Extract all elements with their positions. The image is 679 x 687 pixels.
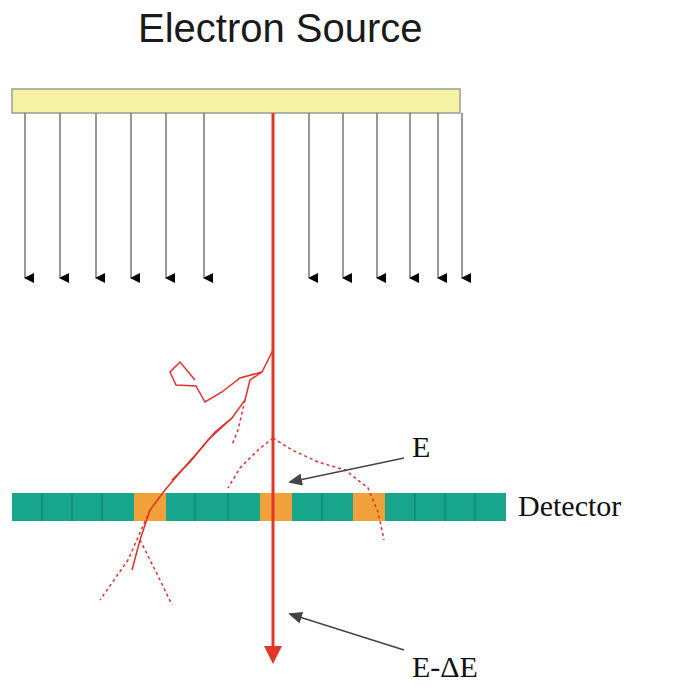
annotation-label-box: E-ΔE: [412, 650, 478, 684]
annotation-label-box: E: [412, 430, 430, 464]
primary-beam: [264, 113, 282, 664]
electron-source-plate: [12, 89, 460, 113]
annotation-label: Detector: [518, 489, 621, 522]
annotation-label: E-ΔE: [412, 650, 478, 683]
leader-arrow: [290, 614, 404, 650]
diagram-title-box: Electron Source: [138, 6, 423, 51]
annotation-label-box: Detector: [518, 489, 621, 523]
diagram-title: Electron Source: [138, 6, 423, 50]
beam-arrows: [25, 113, 462, 278]
scatter-tracks: [100, 350, 384, 605]
leader-arrow: [290, 458, 404, 482]
detector-array: [12, 493, 506, 521]
annotation-label: E: [412, 430, 430, 463]
